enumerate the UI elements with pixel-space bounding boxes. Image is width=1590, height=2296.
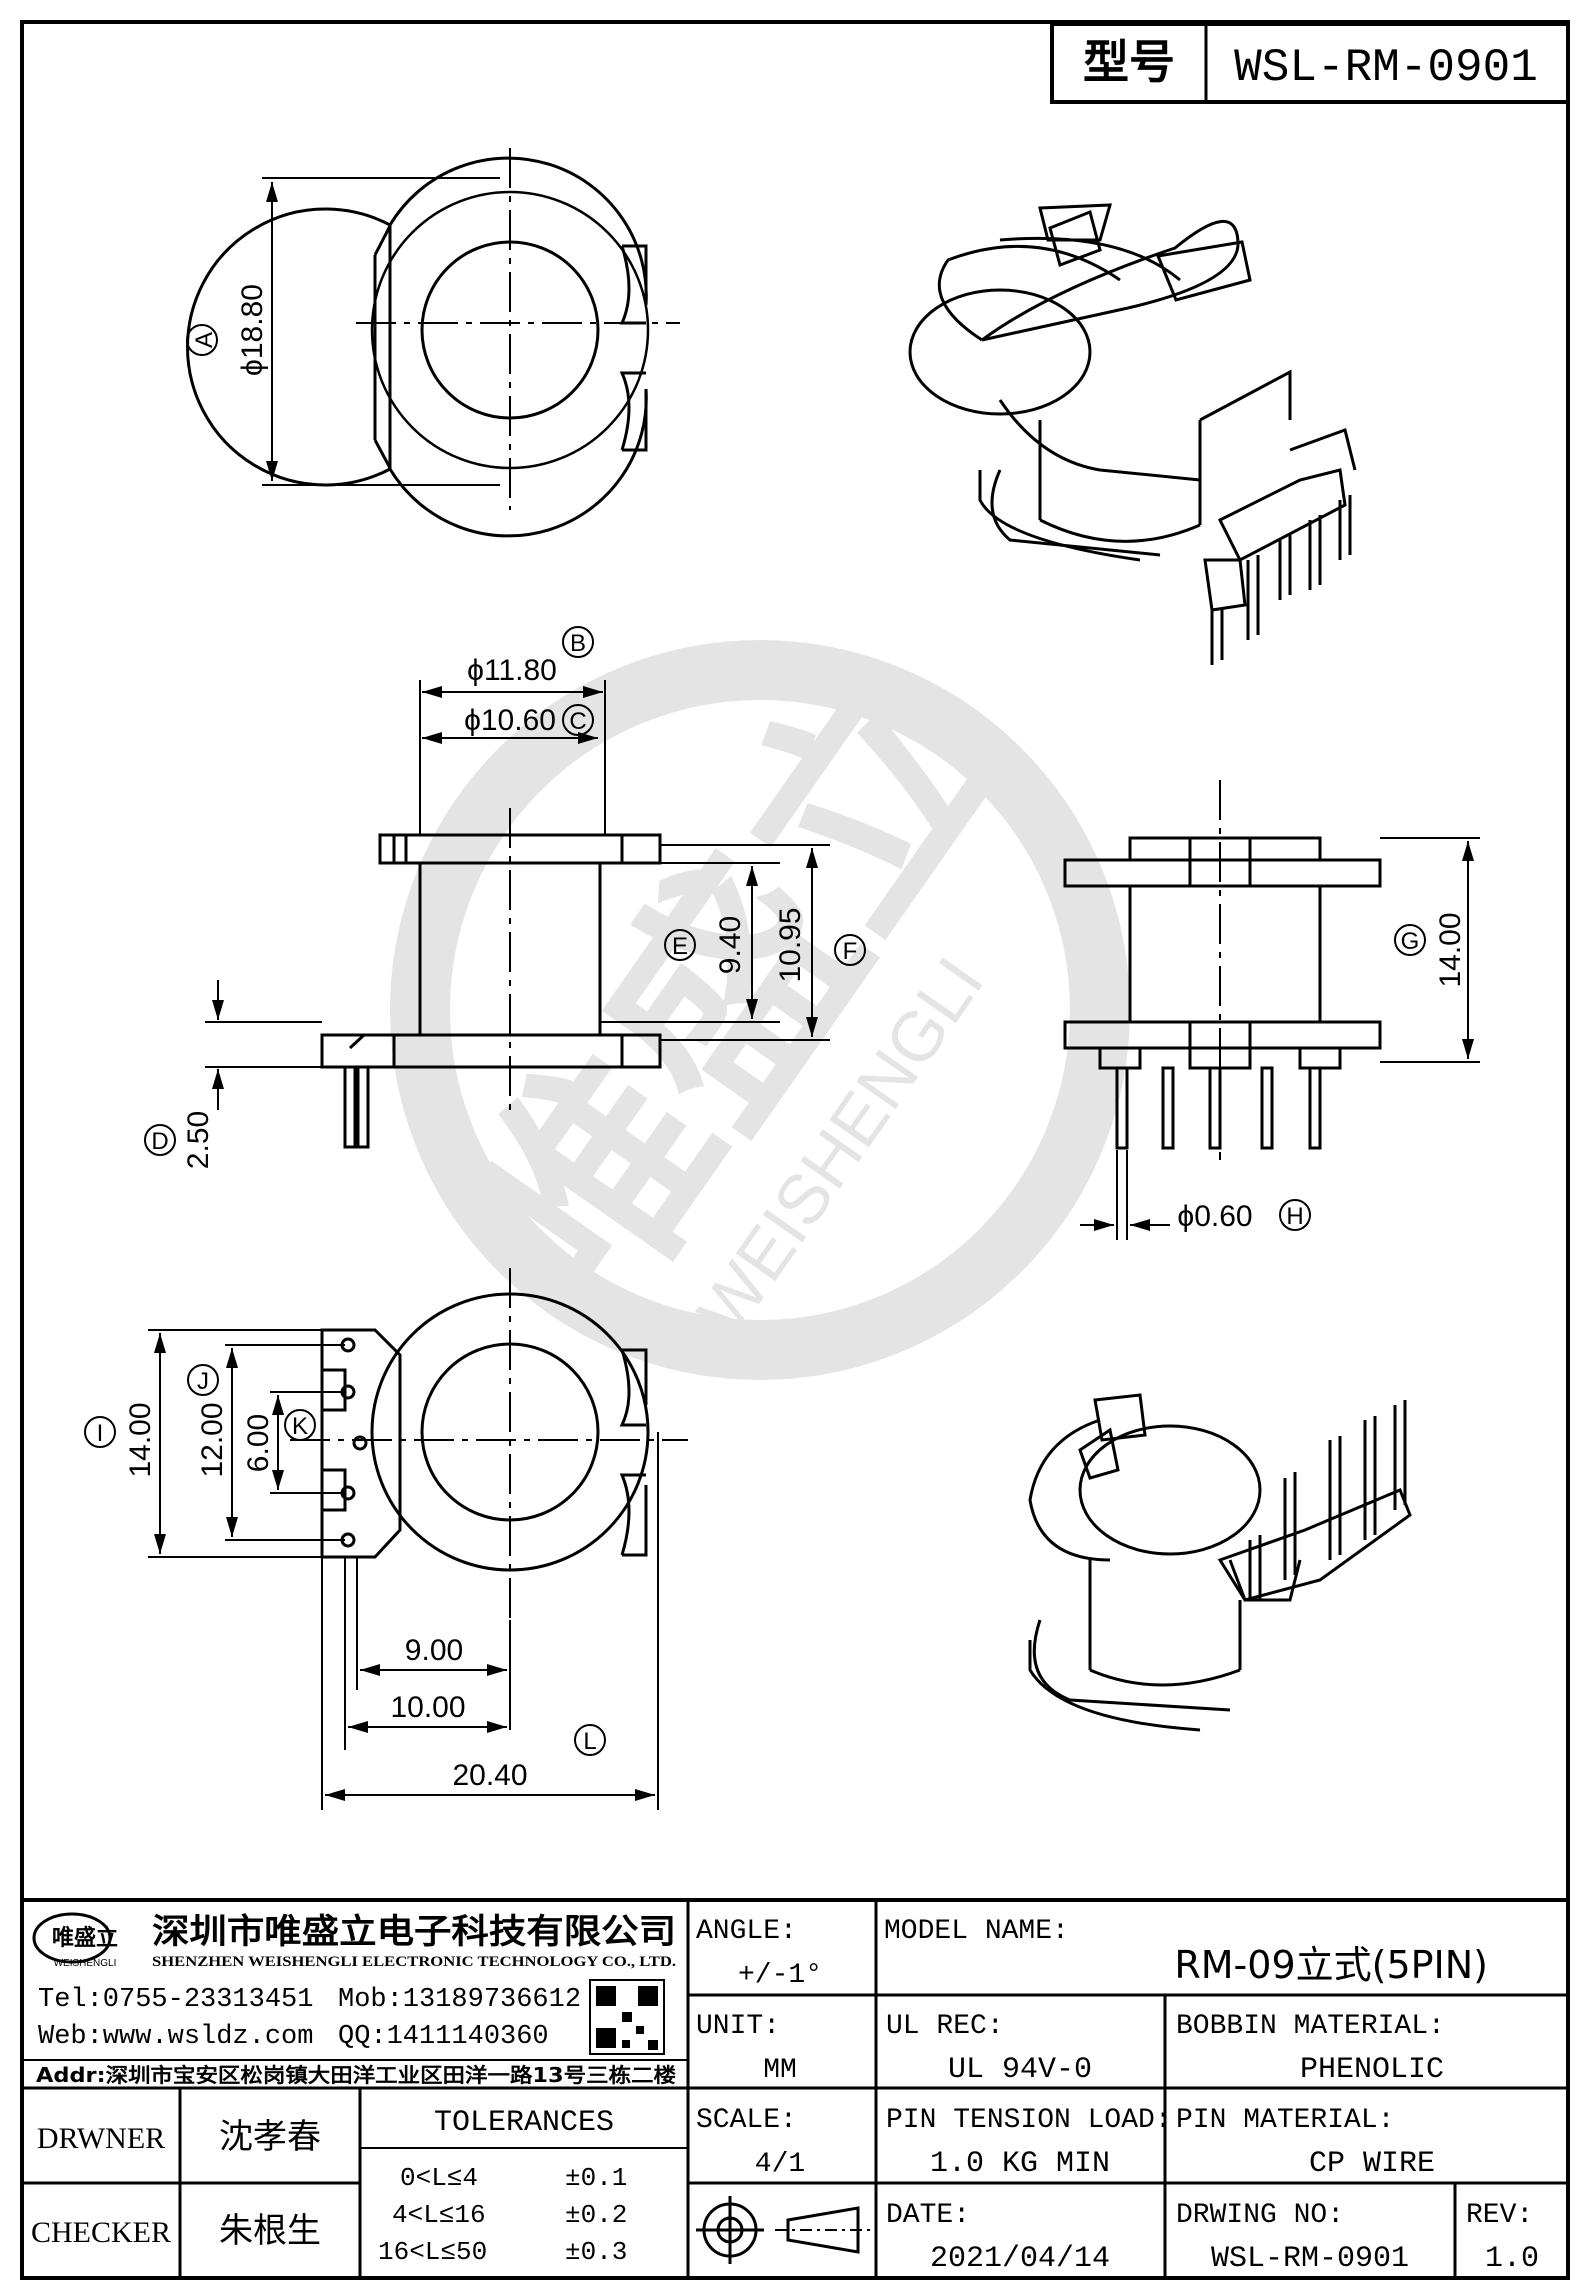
ul-rec-value: UL 94V-0 [948, 2053, 1092, 2087]
unit-label: UNIT: [696, 2011, 780, 2042]
dim-c-value: ϕ10.60 [464, 704, 556, 737]
dim-i-value: 14.00 [124, 1402, 157, 1477]
dim-c-label: C [569, 708, 586, 735]
pin-tension-value: 1.0 KG MIN [930, 2147, 1110, 2181]
dim-g-label: G [1401, 928, 1420, 955]
iso-view-bottom [1028, 1393, 1412, 1732]
dim-k-value: 6.00 [242, 1414, 275, 1472]
pin-material-value: CP WIRE [1309, 2147, 1435, 2181]
company-qq: QQ:1411140360 [338, 2022, 549, 2052]
dim-a-label: A [191, 332, 218, 348]
tol-value-1: ±0.1 [565, 2163, 627, 2193]
bobbin-material-value: PHENOLIC [1300, 2053, 1444, 2087]
outer-border [20, 20, 1570, 2280]
scale-value: 4/1 [755, 2149, 805, 2180]
model-name-value: RM-09立式(5PIN) [1174, 1943, 1488, 1987]
angle-label: ANGLE: [696, 1916, 797, 1947]
date-label: DATE: [886, 2200, 970, 2231]
company-name-en: SHENZHEN WEISHENGLI ELECTRONIC TECHNOLOG… [152, 1954, 676, 1970]
dim-10-value: 10.00 [390, 1691, 465, 1724]
rev-value: 1.0 [1485, 2242, 1539, 2276]
iso-view-top [908, 203, 1357, 665]
angle-value: +/-1° [738, 1960, 822, 1991]
logo-sub: WEISHENGLI [54, 1958, 117, 1969]
tol-value-2: ±0.2 [565, 2200, 627, 2230]
dim-f-value: 10.95 [774, 907, 807, 982]
dim-b-label: B [570, 630, 586, 657]
drawing-no-value: WSL-RM-0901 [1211, 2242, 1409, 2276]
bottom-view-centerlines [290, 1268, 688, 1620]
bottom-view-dims [84, 1329, 659, 1810]
unit-value: MM [763, 2055, 797, 2086]
dim-b-value: ϕ11.80 [467, 654, 557, 687]
front-view [320, 833, 662, 1149]
projection-symbol-icon [696, 2196, 870, 2264]
tol-range-2: 4<L≤16 [392, 2200, 486, 2230]
company-name-cn: 深圳市唯盛立电子科技有限公司 [152, 1912, 676, 1952]
company-web: Web:www.wsldz.com [38, 2022, 313, 2052]
company-addr: Addr:深圳市宝安区松岗镇大田洋工业区田洋一路13号三栋二楼 [36, 2063, 676, 2087]
dim-d-value: 2.50 [182, 1111, 215, 1169]
dim-k-label: K [292, 1413, 308, 1440]
drawer-value: 沈孝春 [219, 2117, 321, 2157]
bobbin-material-label: BOBBIN MATERIAL: [1176, 2011, 1445, 2042]
dim-h-value: ϕ0.60 [1177, 1200, 1252, 1233]
title-block-grid [22, 1898, 1568, 2278]
dim-e-value: 9.40 [714, 916, 747, 974]
dim-i-label: I [97, 1420, 104, 1447]
dim-g-value: 14.00 [1434, 912, 1467, 987]
rev-label: REV: [1466, 2200, 1533, 2231]
date-value: 2021/04/14 [930, 2242, 1110, 2276]
header-model-box: 型号 WSL-RM-0901 [1050, 22, 1570, 104]
checker-label: CHECKER [31, 2216, 171, 2249]
dim-l-value: 20.40 [452, 1759, 527, 1792]
checker-value: 朱根生 [219, 2211, 321, 2251]
drawing-no-label: DRWING NO: [1176, 2200, 1344, 2231]
model-name-label: MODEL NAME: [884, 1916, 1069, 1947]
dim-j-value: 12.00 [196, 1402, 229, 1477]
dim-l-label: L [583, 1728, 596, 1755]
front-view-dims [144, 626, 866, 1156]
header-model-label: 型号 [1083, 35, 1175, 89]
company-tel: Tel:0755-23313451 [38, 1985, 313, 2015]
company-logo: 唯盛立 WEISHENGLI [32, 1912, 118, 1969]
tol-value-3: ±0.3 [565, 2237, 627, 2267]
dim-j-label: J [197, 1368, 209, 1395]
pin-material-label: PIN MATERIAL: [1176, 2105, 1394, 2136]
dim-h-label: H [1286, 1203, 1303, 1230]
logo-text: 唯盛立 [52, 1925, 118, 1951]
dim-e-label: E [672, 933, 688, 960]
dim-a-value: ϕ18.80 [236, 284, 269, 376]
tol-range-3: 16<L≤50 [378, 2237, 487, 2267]
dim-9-value: 9.00 [405, 1634, 463, 1667]
company-mob: Mob:13189736612 [338, 1985, 581, 2015]
dim-a [186, 177, 500, 486]
pin-tension-label: PIN TENSION LOAD: [886, 2105, 1172, 2136]
side-view-dims [1080, 837, 1480, 1240]
qr-code [589, 1979, 665, 2055]
header-model-value: WSL-RM-0901 [1234, 42, 1538, 94]
ul-rec-label: UL REC: [886, 2011, 1004, 2042]
dim-f-label: F [843, 938, 858, 965]
drawer-label: DRWNER [37, 2122, 165, 2155]
tol-range-1: 0<L≤4 [400, 2163, 478, 2193]
scale-label: SCALE: [696, 2105, 797, 2136]
top-view-centerlines [356, 148, 680, 510]
dim-d-label: D [151, 1128, 168, 1155]
tolerances-title: TOLERANCES [434, 2106, 614, 2140]
